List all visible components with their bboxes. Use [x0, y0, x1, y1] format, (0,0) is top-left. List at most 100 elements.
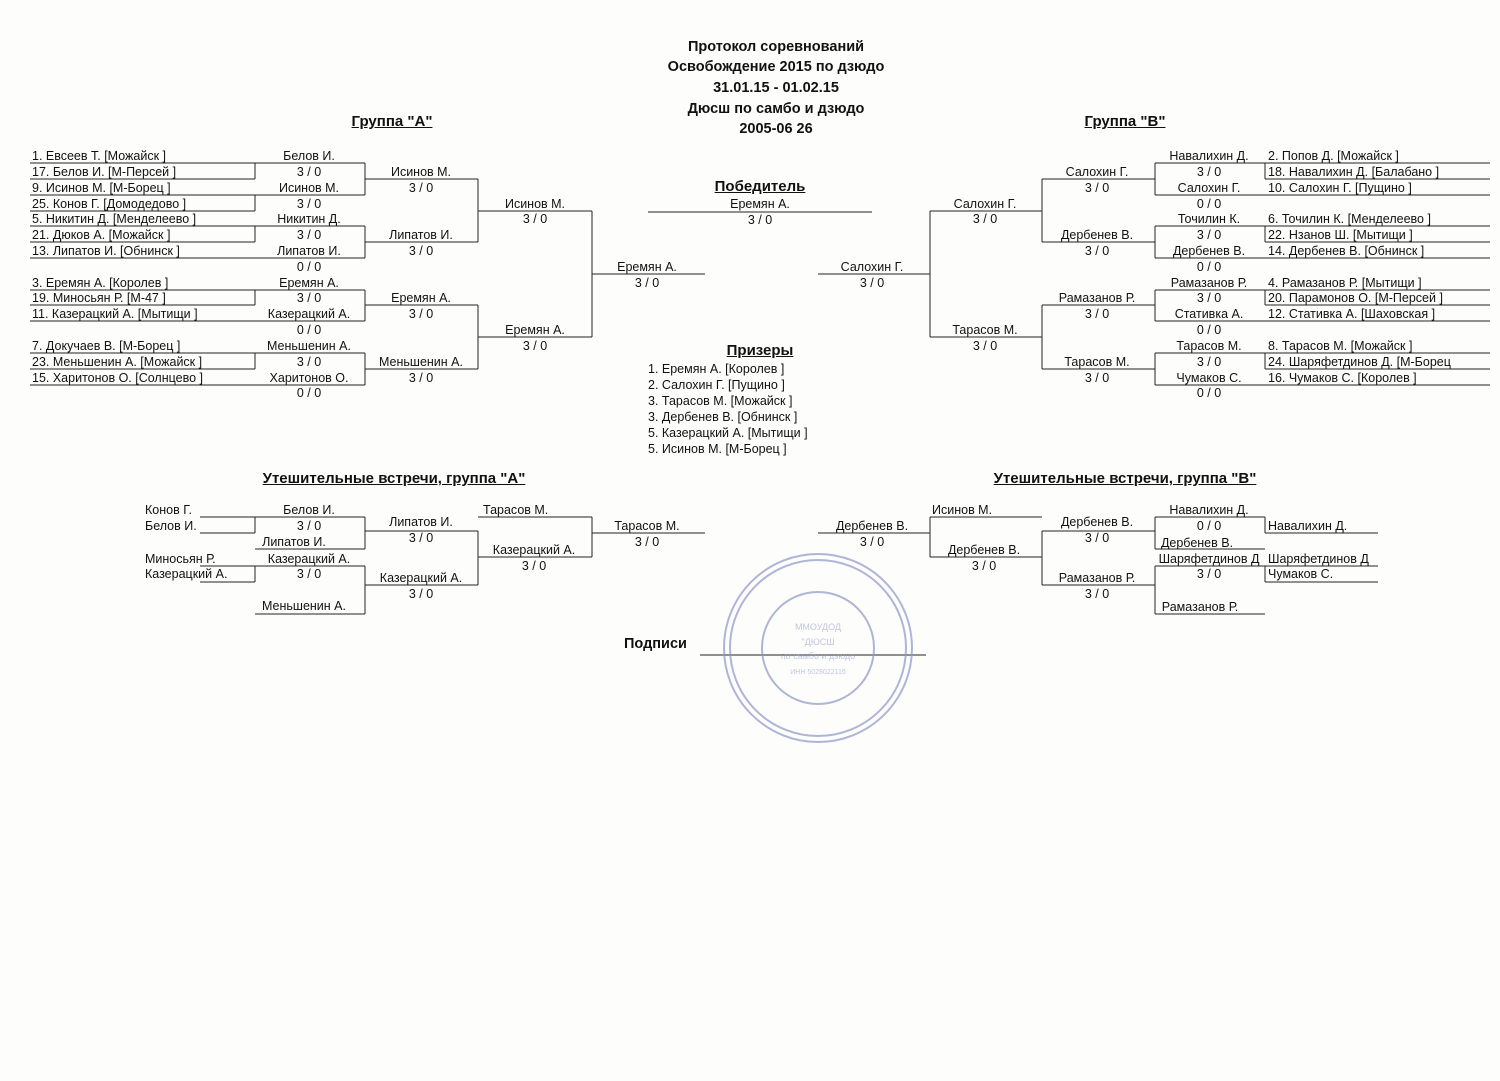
group-b-entrant: 8. Тарасов М. [Можайск ]: [1268, 339, 1413, 353]
match-score: 3 / 0: [296, 228, 322, 242]
match-winner: Липатов И.: [277, 244, 341, 258]
prizewinner-entry: 5. Казерацкий А. [Мытищи ]: [648, 426, 808, 440]
match-winner: Салохин Г.: [1065, 165, 1129, 179]
consolation-b-final-score: 3 / 0: [859, 535, 885, 549]
consolation-b-final-winner: Дербенев В.: [835, 519, 909, 533]
winner-name: Еремян А.: [730, 197, 790, 211]
match-score: 3 / 0: [296, 355, 322, 369]
match-winner: Исинов М.: [390, 165, 452, 179]
match-score: 3 / 0: [1084, 181, 1110, 195]
group-a-entrant: 21. Дюков А. [Можайск ]: [32, 228, 171, 242]
match-winner: Рамазанов Р.: [1058, 291, 1136, 305]
group-a-entrant: 11. Казерацкий А. [Мытищи ]: [32, 307, 198, 321]
consolation-a-heading: Утешительные встречи, группа "А": [262, 470, 526, 487]
group-a-entrant: 17. Белов И. [М-Персей ]: [32, 165, 177, 179]
match-score: 3 / 0: [296, 291, 322, 305]
match-score: 3 / 0: [1196, 228, 1222, 242]
match-score: 3 / 0: [1084, 244, 1110, 258]
consolation-b-entrant: Шаряфетдинов Д: [1268, 552, 1369, 566]
match-score: 3 / 0: [296, 567, 322, 581]
prizewinner-entry: 3. Тарасов М. [Можайск ]: [648, 394, 793, 408]
match-score: 3 / 0: [408, 181, 434, 195]
signatures-label: Подписи: [624, 636, 687, 652]
group-a-final-winner: Еремян А.: [617, 260, 677, 274]
match-score: 3 / 0: [1084, 531, 1110, 545]
match-winner: Меньшенин А.: [267, 339, 351, 353]
match-score: 3 / 0: [972, 212, 998, 226]
group-b-entrant: 14. Дербенев В. [Обнинск ]: [1268, 244, 1425, 258]
match-entrant: Дербенев В.: [1160, 536, 1234, 550]
match-entrant: Липатов И.: [262, 535, 326, 549]
group-a-entrant: 7. Докучаев В. [М-Борец ]: [32, 339, 181, 353]
winner-heading: Победитель: [714, 178, 806, 195]
match-winner: Казерацкий А.: [267, 552, 351, 566]
group-b-entrant: 10. Салохин Г. [Пущино ]: [1268, 181, 1412, 195]
group-a-entrant: 25. Конов Г. [Домодедово ]: [32, 197, 187, 211]
match-winner: Казерацкий А.: [492, 543, 576, 557]
match-score: 3 / 0: [408, 244, 434, 258]
match-winner: Еремян А.: [505, 323, 565, 337]
match-score: 3 / 0: [408, 587, 434, 601]
match-entrant: Исинов М.: [932, 503, 993, 517]
match-winner: Белов И.: [283, 503, 335, 517]
match-score: 0 / 0: [1196, 323, 1222, 337]
match-winner: Тарасов М.: [952, 323, 1018, 337]
group-b-entrant: 12. Стативка А. [Шаховская ]: [1268, 307, 1436, 321]
group-b-entrant: 20. Парамонов О. [М-Персей ]: [1268, 291, 1443, 305]
match-score: 3 / 0: [1196, 291, 1222, 305]
match-score: 3 / 0: [296, 519, 322, 533]
consolation-a-final-winner: Тарасов М.: [614, 519, 680, 533]
svg-text:"ДЮСШ: "ДЮСШ: [801, 637, 834, 647]
match-winner: Дербенев В.: [947, 543, 1021, 557]
match-score: 3 / 0: [1084, 307, 1110, 321]
event-name: Освобождение 2015 по дзюдо: [667, 59, 885, 75]
match-score: 3 / 0: [408, 307, 434, 321]
match-winner: Белов И.: [283, 149, 335, 163]
match-winner: Меньшенин А.: [379, 355, 463, 369]
match-winner: Липатов И.: [389, 228, 453, 242]
group-a-entrant: 9. Исинов М. [М-Борец ]: [32, 181, 171, 195]
svg-text:по самбо и дзюдо: по самбо и дзюдо: [781, 651, 855, 661]
match-winner: Навалихин Д.: [1169, 503, 1249, 517]
match-score: 0 / 0: [296, 323, 322, 337]
group-b-entrant: 18. Навалихин Д. [Балабано ]: [1268, 165, 1440, 179]
group-a-entrant: 5. Никитин Д. [Менделеево ]: [32, 212, 197, 226]
consolation-a-entrant: Белов И.: [145, 519, 197, 533]
consolation-a-entrant: Миносьян Р.: [145, 552, 216, 566]
group-a-entrant: 19. Миносьян Р. [М-47 ]: [32, 291, 166, 305]
consolation-b-entrant: Чумаков С.: [1268, 567, 1334, 581]
match-score: 0 / 0: [1196, 197, 1222, 211]
prizewinner-entry: 2. Салохин Г. [Пущино ]: [648, 378, 785, 392]
prizewinners-heading: Призеры: [726, 342, 794, 359]
match-entrant: Рамазанов Р.: [1161, 600, 1239, 614]
match-score: 3 / 0: [1196, 567, 1222, 581]
match-score: 3 / 0: [521, 559, 547, 573]
match-score: 0 / 0: [296, 260, 322, 274]
match-score: 3 / 0: [971, 559, 997, 573]
match-winner: Рамазанов Р.: [1058, 571, 1136, 585]
protocol-title: Протокол соревнований: [687, 39, 865, 55]
group-a-final-score: 3 / 0: [634, 276, 660, 290]
consolation-b-entrant: Навалихин Д.: [1268, 519, 1348, 533]
match-winner: Харитонов О.: [269, 371, 349, 385]
match-winner: Точилин К.: [1177, 212, 1241, 226]
group-b-entrant: 22. Нзанов Ш. [Мытищи ]: [1268, 228, 1413, 242]
match-score: 3 / 0: [296, 197, 322, 211]
match-winner: Тарасов М.: [1064, 355, 1130, 369]
group-a-entrant: 13. Липатов И. [Обнинск ]: [32, 244, 180, 258]
group-b-heading: Группа "В": [1084, 113, 1166, 130]
match-score: 0 / 0: [1196, 260, 1222, 274]
match-winner: Еремян А.: [279, 276, 339, 290]
match-winner: Еремян А.: [391, 291, 451, 305]
official-stamp: ММОУДОД "ДЮСШ по самбо и дзюдо ИНН 50280…: [723, 553, 913, 743]
match-winner: Рамазанов Р.: [1170, 276, 1248, 290]
prizewinner-entry: 3. Дербенев В. [Обнинск ]: [648, 410, 798, 424]
match-entrant: Меньшенин А.: [262, 599, 346, 613]
consolation-a-entrant: Казерацкий А.: [145, 567, 228, 581]
match-winner: Дербенев В.: [1060, 515, 1134, 529]
match-winner: Дербенев В.: [1172, 244, 1246, 258]
group-b-final-winner: Салохин Г.: [840, 260, 904, 274]
match-winner: Казерацкий А.: [379, 571, 463, 585]
match-winner: Исинов М.: [504, 197, 566, 211]
